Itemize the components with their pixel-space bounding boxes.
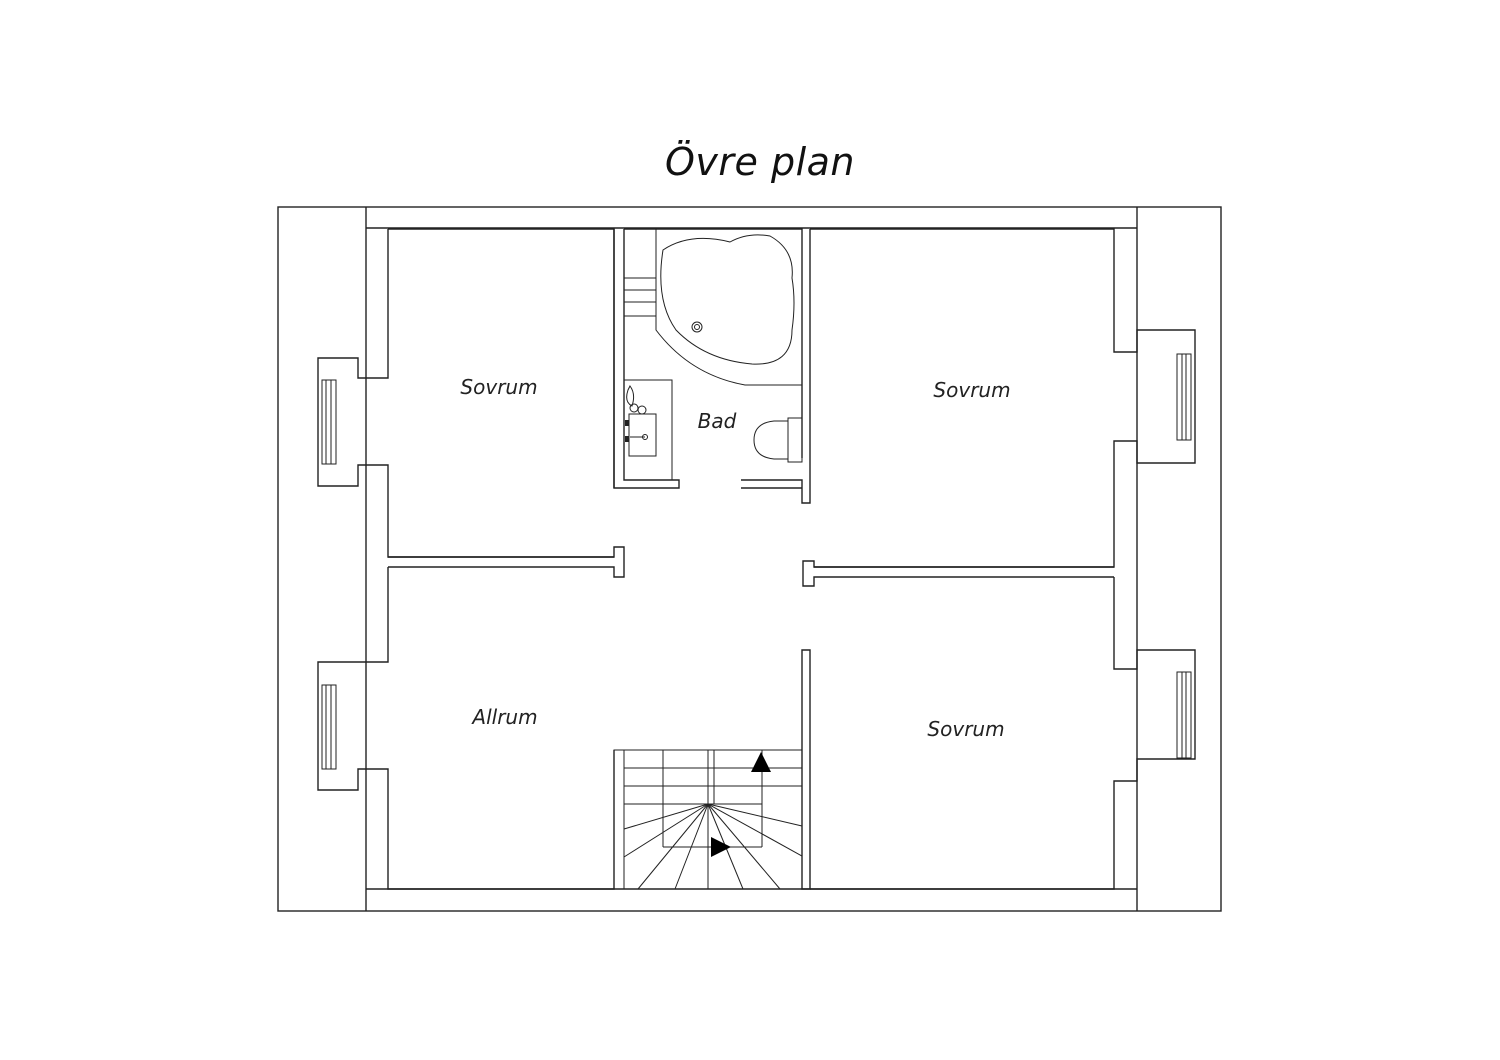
window-left-bottom [321, 684, 337, 770]
sink-icon [623, 379, 673, 481]
window-left-top [321, 379, 337, 465]
room-family: Allrum [317, 567, 615, 890]
stair-right-arrow-icon [711, 837, 731, 857]
window-right-bottom [1176, 671, 1192, 759]
room-label-bedroom-top-left: Sovrum [460, 375, 537, 399]
window-right-top [1176, 353, 1192, 441]
room-bathroom: Bad [613, 228, 811, 504]
partition-right-middle [802, 560, 1114, 587]
room-label-bathroom: Bad [698, 409, 737, 433]
stair-up-arrow-icon [751, 752, 771, 772]
room-label-bedroom-top-right: Sovrum [933, 378, 1010, 402]
room-bedroom-bottom-right: Sovrum [801, 577, 1196, 890]
room-bedroom-top-left: Sovrum [317, 228, 615, 558]
room-label-bedroom-bottom-right: Sovrum [927, 717, 1004, 741]
plan-title: Övre plan [664, 140, 856, 184]
room-label-family: Allrum [470, 705, 537, 729]
staircase [613, 749, 803, 890]
toilet-icon [753, 417, 803, 463]
outer-wall [277, 206, 1222, 912]
partition-left-middle [388, 546, 625, 578]
bathtub-icon [655, 228, 803, 386]
room-bedroom-top-right: Sovrum [810, 228, 1196, 568]
